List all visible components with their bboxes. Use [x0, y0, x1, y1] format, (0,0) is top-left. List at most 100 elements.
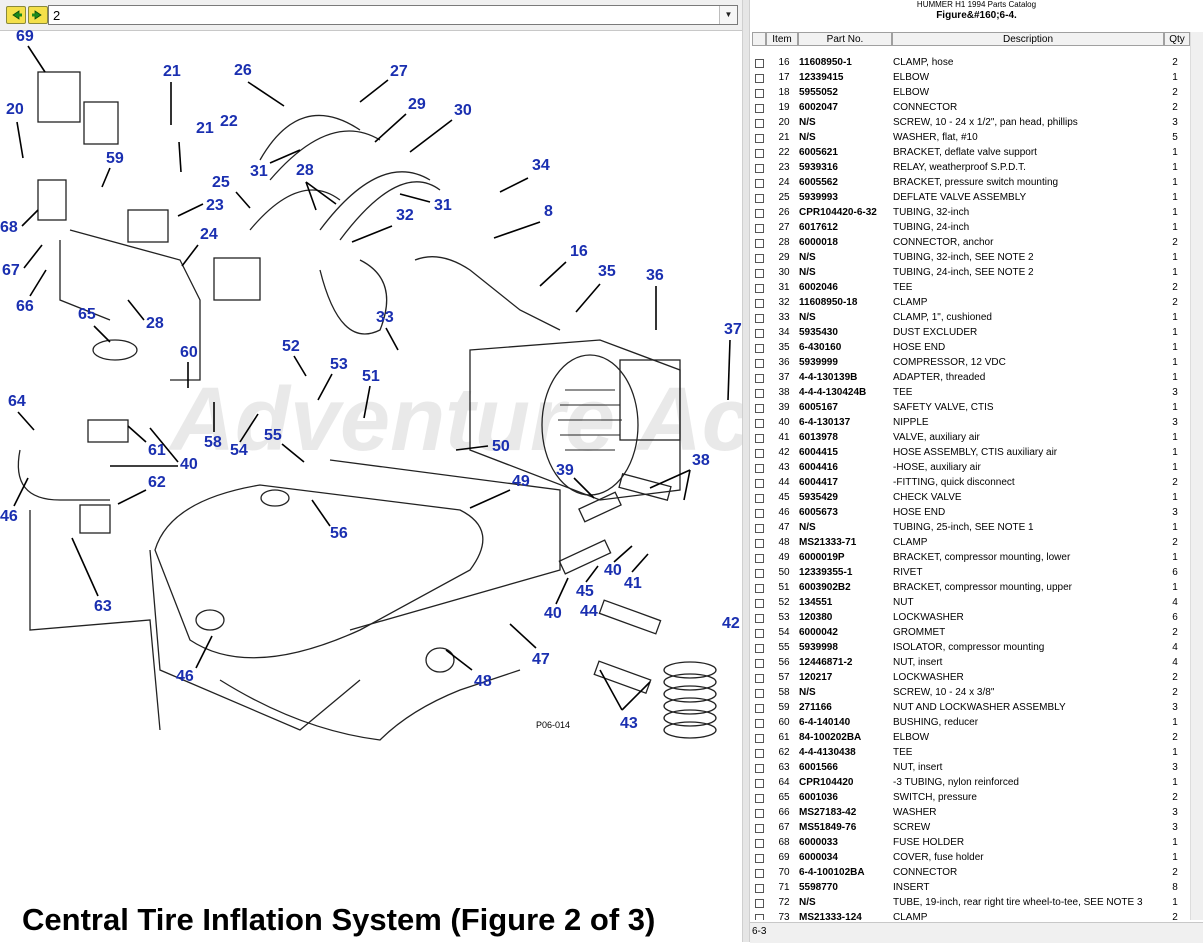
row-checkbox[interactable] [755, 494, 764, 503]
row-checkbox[interactable] [755, 914, 764, 920]
row-checkbox[interactable] [755, 869, 764, 878]
row-checkbox[interactable] [755, 209, 764, 218]
row-checkbox[interactable] [755, 104, 764, 113]
row-checkbox[interactable] [755, 734, 764, 743]
row-checkbox[interactable] [755, 404, 764, 413]
row-checkbox[interactable] [755, 689, 764, 698]
row-checkbox[interactable] [755, 749, 764, 758]
chevron-down-icon[interactable]: ▼ [719, 6, 737, 24]
row-checkbox[interactable] [755, 284, 764, 293]
row-checkbox[interactable] [755, 149, 764, 158]
column-header-item[interactable]: Item [766, 32, 798, 46]
row-checkbox[interactable] [755, 254, 764, 263]
row-checkbox[interactable] [755, 824, 764, 833]
row-checkbox[interactable] [755, 509, 764, 518]
row-checkbox[interactable] [755, 659, 764, 668]
row-checkbox[interactable] [755, 464, 764, 473]
row-checkbox[interactable] [755, 299, 764, 308]
row-checkbox[interactable] [755, 719, 764, 728]
row-checkbox[interactable] [755, 809, 764, 818]
row-checkbox[interactable] [755, 539, 764, 548]
row-checkbox[interactable] [755, 59, 764, 68]
row-checkbox[interactable] [755, 434, 764, 443]
row-checkbox[interactable] [755, 449, 764, 458]
row-checkbox[interactable] [755, 599, 764, 608]
row-checkbox[interactable] [755, 629, 764, 638]
row-checkbox[interactable] [755, 614, 764, 623]
row-checkbox[interactable] [755, 419, 764, 428]
column-header-qty[interactable]: Qty [1164, 32, 1190, 46]
row-checkbox[interactable] [755, 89, 764, 98]
row-checkbox[interactable] [755, 119, 764, 128]
row-checkbox[interactable] [755, 854, 764, 863]
row-checkbox[interactable] [755, 644, 764, 653]
back-button[interactable] [6, 6, 26, 24]
row-checkbox[interactable] [755, 794, 764, 803]
row-checkbox[interactable] [755, 269, 764, 278]
row-checkbox[interactable] [755, 344, 764, 353]
row-checkbox[interactable] [755, 224, 764, 233]
row-checkbox[interactable] [755, 884, 764, 893]
column-header-select[interactable] [752, 32, 766, 46]
column-header-part[interactable]: Part No. [798, 32, 892, 46]
figure-select[interactable]: 2 ▼ [48, 5, 738, 25]
row-checkbox[interactable] [755, 194, 764, 203]
vertical-scrollbar[interactable] [1190, 32, 1203, 920]
row-checkbox[interactable] [755, 839, 764, 848]
row-checkbox[interactable] [755, 524, 764, 533]
pane-splitter[interactable] [742, 0, 750, 942]
row-checkbox[interactable] [755, 704, 764, 713]
row-checkbox[interactable] [755, 239, 764, 248]
row-checkbox[interactable] [755, 584, 764, 593]
